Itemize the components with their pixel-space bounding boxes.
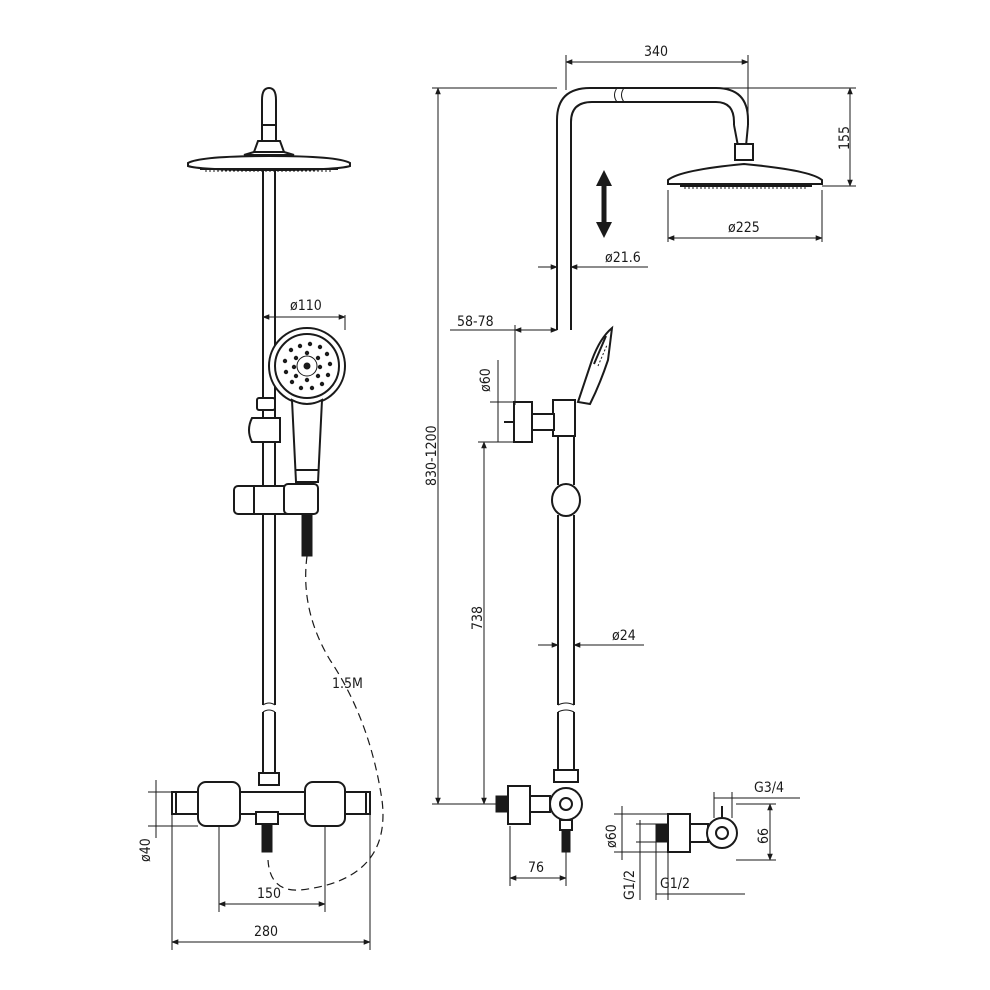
dim-total-height: 830-1200 xyxy=(424,425,440,486)
dim-inlet-thread: G1/2 xyxy=(622,870,638,900)
side-mixer-connector xyxy=(495,785,583,853)
dim-hand-shower-dia: ø110 xyxy=(290,298,322,314)
dim-body-height: 66 xyxy=(756,828,772,844)
dim-head-drop: 155 xyxy=(837,126,853,150)
dim-hose-length: 1.5M xyxy=(332,676,363,692)
side-view: 340 155 ø225 ø21.6 58-78 ø60 830-1200 xyxy=(424,44,856,886)
dim-bracket-offset: 58-78 xyxy=(457,314,494,330)
side-wall-bracket xyxy=(504,401,555,443)
dim-head-dia: ø225 xyxy=(728,220,760,236)
connector-parts xyxy=(655,806,738,853)
side-shower-arm xyxy=(556,87,823,330)
side-lower-rail xyxy=(551,399,581,783)
front-hose xyxy=(267,513,384,891)
front-hand-shower-holder xyxy=(233,397,319,515)
front-thermostatic-mixer xyxy=(171,781,371,853)
front-vertical-rail xyxy=(258,170,280,786)
dim-arm-reach: 340 xyxy=(644,44,668,60)
front-shower-head xyxy=(187,86,351,172)
side-dimensions: 340 155 ø225 ø21.6 58-78 ø60 830-1200 xyxy=(424,44,856,886)
height-adjust-arrow-icon xyxy=(596,170,612,238)
front-dimensions: ø110 1.5M ø40 150 280 xyxy=(138,298,371,950)
dim-inlet-spacing: 150 xyxy=(257,886,281,902)
connector-dimensions: G3/4 ø60 66 G1/2 G1/2 xyxy=(604,780,800,900)
dim-connector-flange-dia: ø60 xyxy=(604,824,620,848)
dim-bracket-dia: ø60 xyxy=(478,368,494,392)
nozzle-pattern xyxy=(282,341,333,391)
front-view: ø110 1.5M ø40 150 280 xyxy=(138,86,384,950)
dim-mixer-width: 280 xyxy=(254,924,278,940)
dim-lower-height: 738 xyxy=(470,606,486,630)
side-hand-shower xyxy=(576,325,614,406)
dim-lower-pipe-dia: ø24 xyxy=(612,628,636,644)
connector-detail-view: G3/4 ø60 66 G1/2 G1/2 xyxy=(604,780,800,900)
dim-upper-pipe-dia: ø21.6 xyxy=(605,250,641,266)
front-hand-shower xyxy=(268,327,346,483)
dim-eccentric-offset: 76 xyxy=(528,860,544,876)
dim-outlet-thread: G3/4 xyxy=(754,780,784,796)
dim-wall-thread: G1/2 xyxy=(660,876,690,892)
dim-mixer-height: ø40 xyxy=(138,838,154,862)
